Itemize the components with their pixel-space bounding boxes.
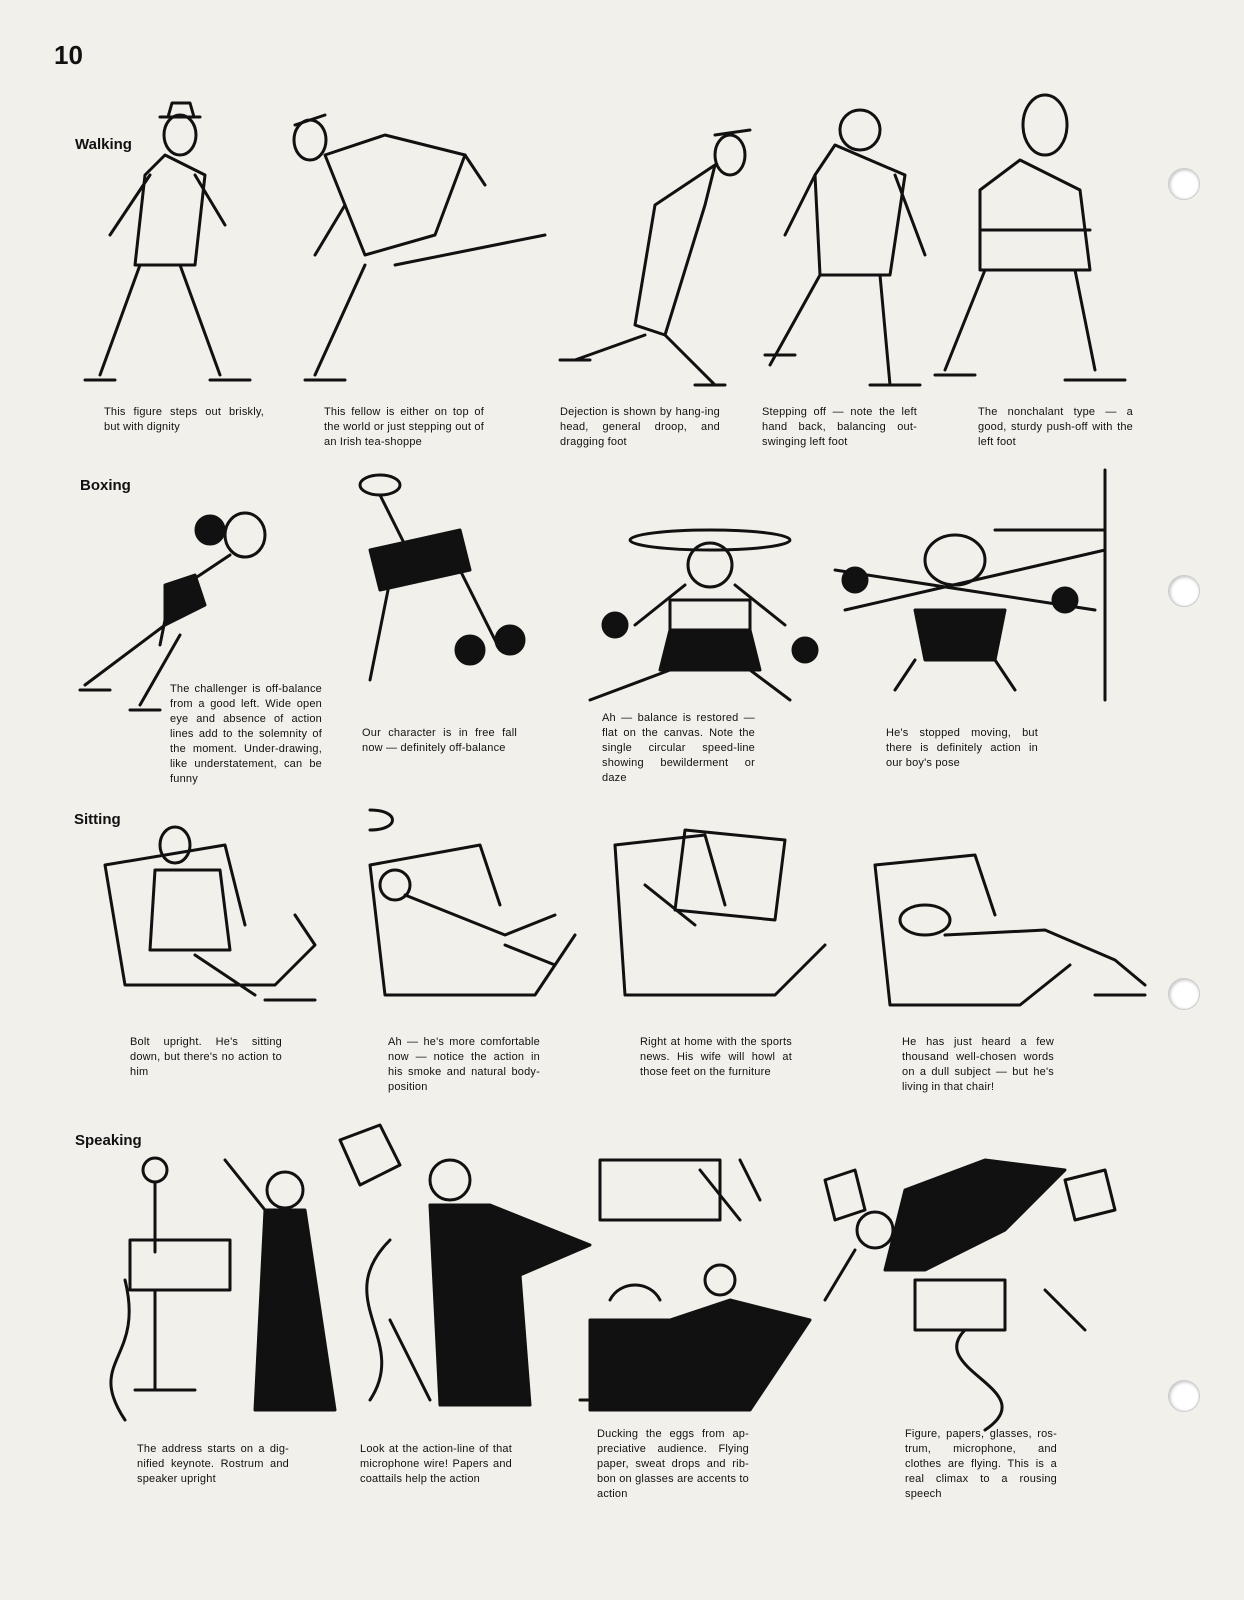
sitting-figure-illustration xyxy=(368,808,577,997)
caption-boxing-1: The challenger is off-balance from a goo… xyxy=(170,683,322,785)
caption-walking-2: This fellow is either on top of the worl… xyxy=(324,406,484,448)
walking-figure-illustration xyxy=(933,93,1127,382)
walking-figure-illustration xyxy=(292,113,547,382)
caption-sitting-2: Ah — he's more comfortable now — notice … xyxy=(388,1036,540,1093)
caption-speaking-4: Figure, papers, glasses, ros-trum, micro… xyxy=(905,1428,1057,1500)
section-title-boxing: Boxing xyxy=(80,477,131,494)
speaking-figure-illustration xyxy=(109,1156,337,1422)
caption-sitting-3: Right at home with the sports news. His … xyxy=(640,1036,792,1078)
punch-hole xyxy=(1168,1380,1200,1412)
caption-boxing-4: He's stopped moving, but there is defini… xyxy=(886,727,1038,769)
walking-figure-illustration xyxy=(558,128,752,387)
speaking-figure-illustration xyxy=(338,1123,592,1407)
punch-hole xyxy=(1168,575,1200,607)
sitting-figure-illustration xyxy=(103,825,317,1002)
punch-hole xyxy=(1168,978,1200,1010)
section-title-sitting: Sitting xyxy=(74,811,121,828)
caption-boxing-2: Our character is in free fall now — defi… xyxy=(362,727,517,754)
caption-boxing-3: Ah — balance is restored — flat on the c… xyxy=(602,712,755,784)
boxing-figure-illustration xyxy=(78,511,267,712)
caption-speaking-2: Look at the action-line of that micropho… xyxy=(360,1443,512,1485)
caption-walking-5: The nonchalant type — a good, sturdy pus… xyxy=(978,406,1133,448)
walking-figure-illustration xyxy=(763,108,927,387)
page-number: 10 xyxy=(54,40,83,70)
speaking-figure-illustration xyxy=(578,1158,812,1412)
speaking-figure-illustration xyxy=(823,1158,1117,1432)
boxing-figure-illustration xyxy=(833,468,1107,702)
caption-sitting-1: Bolt upright. He's sitting down, but the… xyxy=(130,1036,282,1078)
caption-walking-1: This figure steps out briskly, but with … xyxy=(104,406,264,433)
sitting-figure-illustration xyxy=(613,828,827,997)
caption-speaking-3: Ducking the eggs from ap-preciative audi… xyxy=(597,1428,749,1500)
caption-sitting-4: He has just heard a few thousand well-ch… xyxy=(902,1036,1054,1093)
sitting-figure-illustration xyxy=(873,853,1147,1007)
section-title-speaking: Speaking xyxy=(75,1132,142,1149)
punch-hole xyxy=(1168,168,1200,200)
caption-walking-3: Dejection is shown by hang-ing head, gen… xyxy=(560,406,720,448)
boxing-figure-illustration xyxy=(358,473,526,682)
section-title-walking: Walking xyxy=(75,136,132,153)
caption-speaking-1: The address starts on a dig-nified keyno… xyxy=(137,1443,289,1485)
walking-figure-illustration xyxy=(83,101,252,382)
boxing-figure-illustration xyxy=(588,528,819,702)
caption-walking-4: Stepping off — note the left hand back, … xyxy=(762,406,917,448)
